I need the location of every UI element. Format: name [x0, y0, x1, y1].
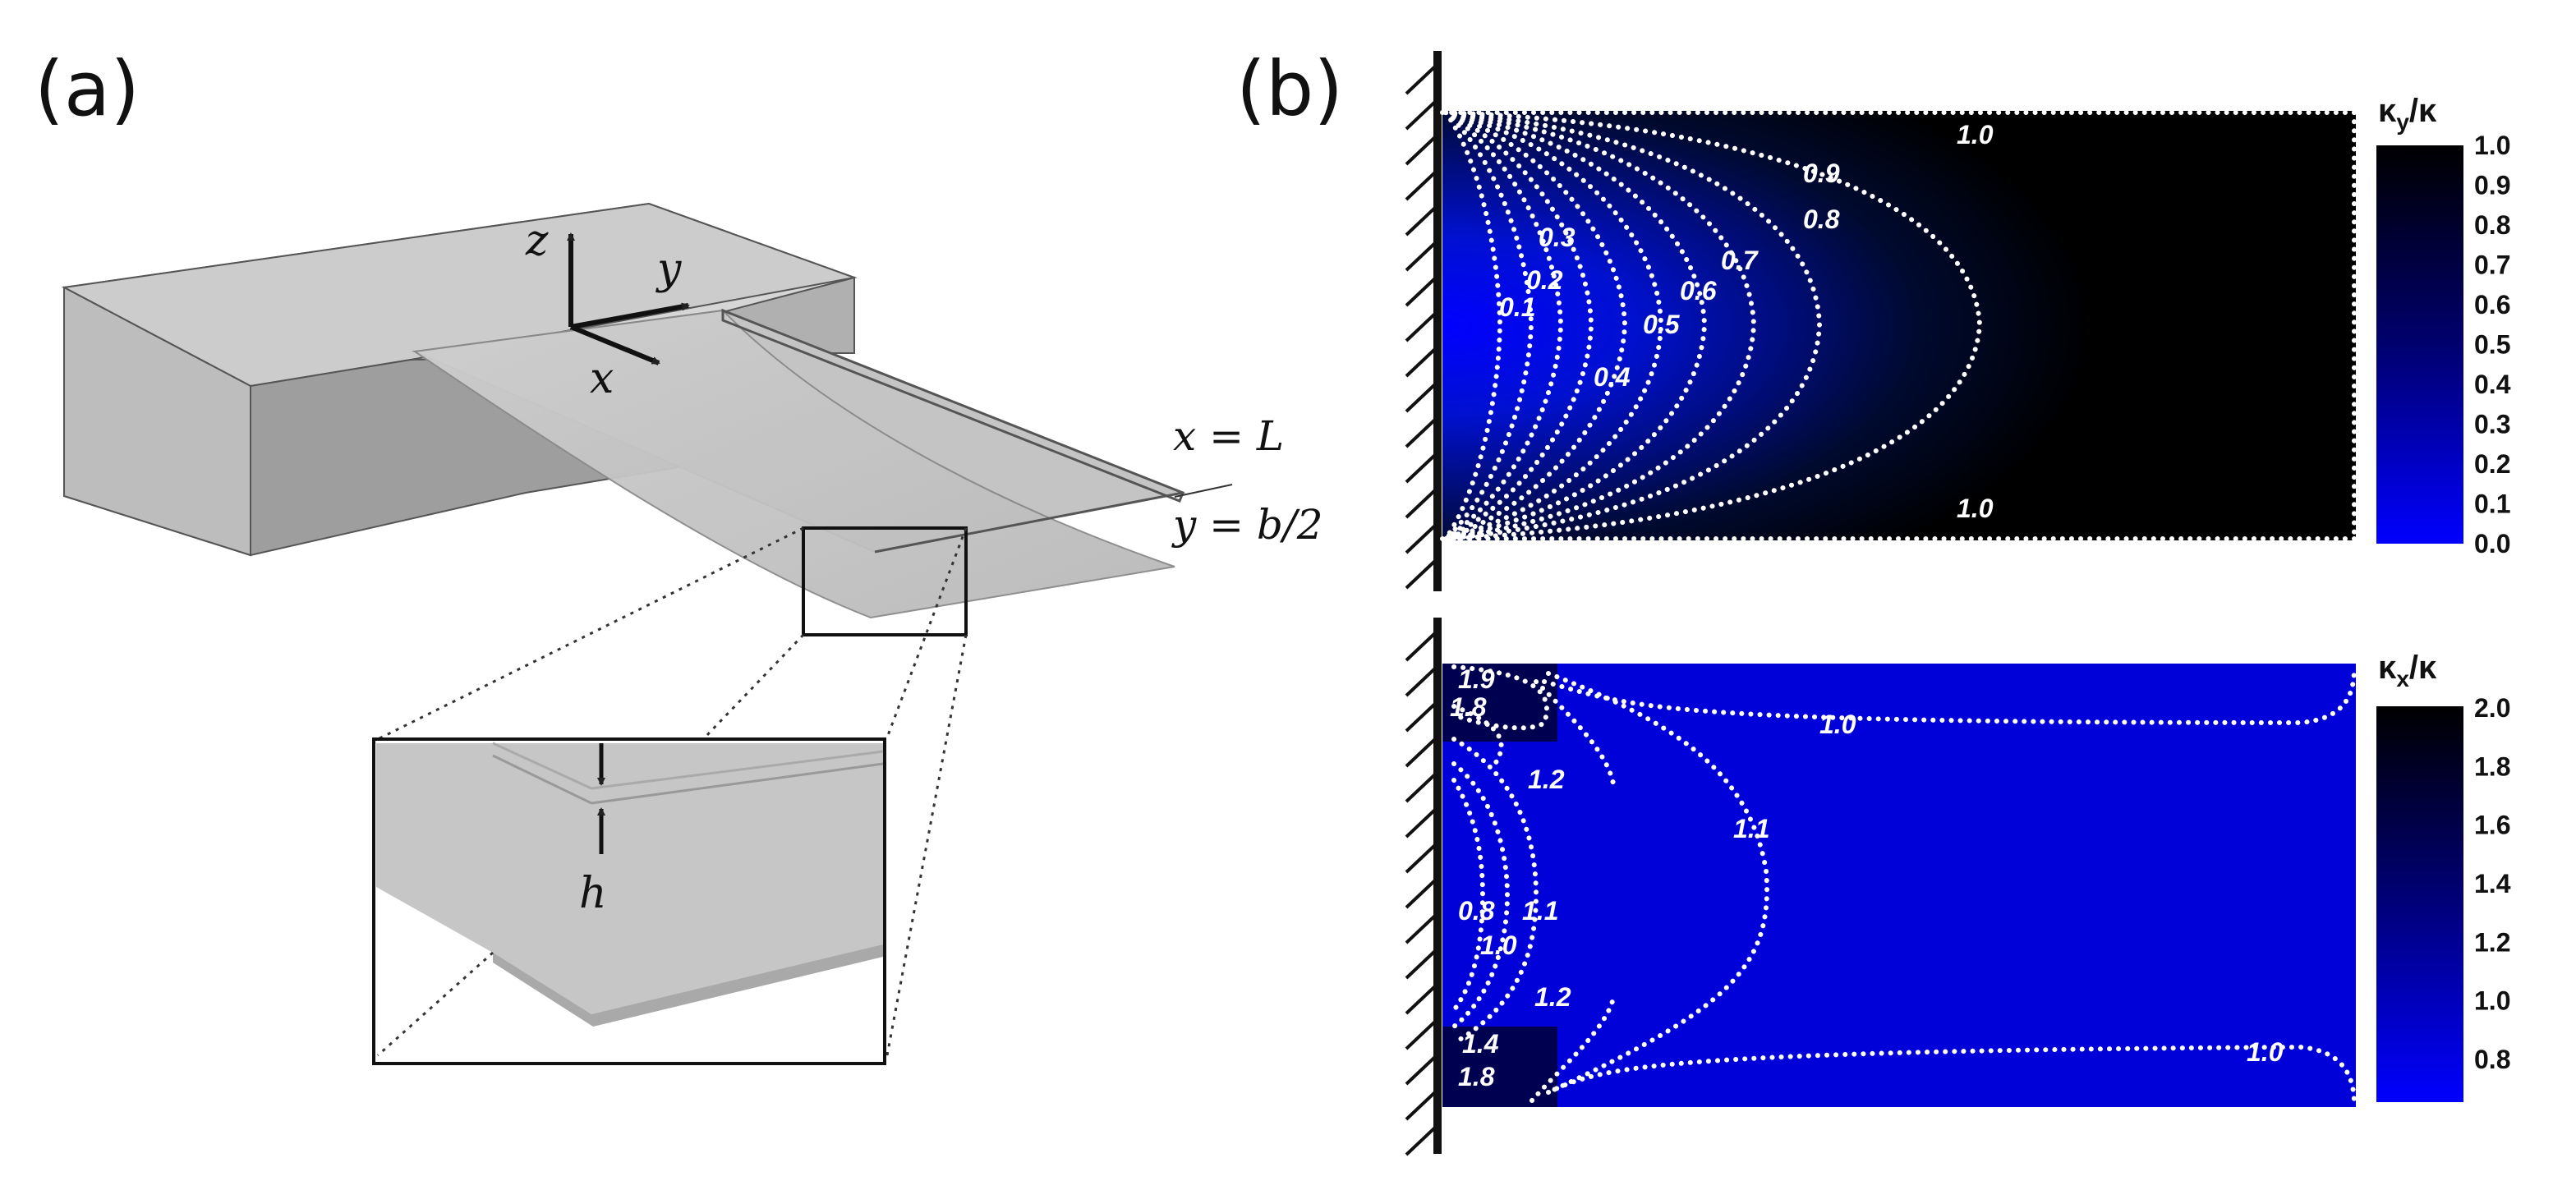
top-contour-label: 0.5	[1643, 310, 1681, 339]
top-colorbar-tick-label: 0.3	[2474, 410, 2510, 439]
wall-hatch-line	[1405, 737, 1438, 768]
bottom-contour-label: 0.8	[1458, 896, 1495, 926]
wall-hatch-line	[1405, 523, 1438, 554]
top-colorbar-tick-label: 0.9	[2474, 171, 2510, 200]
wall-hatch-line	[1405, 558, 1438, 590]
top-colorbar-tick-label: 0.2	[2474, 449, 2510, 479]
bottom-colorbar-title: κx/κ	[2378, 650, 2437, 691]
top-colorbar: κy/κ 1.0 0.9 0.8 0.7 0.6 0.5 0.4 0.3 0.2 0.1 0.0	[2376, 93, 2511, 558]
top-contour-map: 1.0 0.9 0.8 0.7 0.6 0.5 0.4 0.3 0.2 0.1 …	[1440, 110, 2357, 541]
wall-hatch-line	[1405, 1125, 1438, 1156]
bottom-contour-label: 1.8	[1450, 692, 1487, 722]
wall-hatch-line	[1405, 99, 1438, 131]
bottom-contour-label: 1.2	[1528, 765, 1565, 794]
wall-hatch-line	[1405, 205, 1438, 237]
panel-b: (b) 1.0 0.9 0.8	[1236, 45, 2511, 1156]
wall-hatch-line	[1405, 311, 1438, 342]
bottom-contour-label: 1.4	[1462, 1029, 1499, 1059]
wall-hatch-line	[1405, 949, 1438, 980]
x-axis-label: x	[590, 354, 614, 403]
top-contour-label: 0.9	[1803, 159, 1840, 188]
zoom-projection-lines	[377, 526, 968, 1056]
bottom-contour-map: 1.9 1.8 1.0 1.2 1.1 0.8 1.1 1.0 1.2 1.4 …	[1442, 664, 2357, 1107]
bottom-contour-label: 1.0	[1819, 710, 1856, 739]
bottom-colorbar-tick-label: 1.4	[2474, 869, 2511, 898]
top-colorbar-tick-label: 0.7	[2474, 250, 2510, 280]
bottom-colorbar-tick-label: 1.2	[2474, 927, 2510, 957]
top-colorbar-title: κy/κ	[2378, 93, 2437, 135]
x-equals-L-label: x = L	[1173, 412, 1284, 460]
top-contour-label: 0.2	[1526, 265, 1563, 295]
top-contour-label: 0.4	[1594, 362, 1631, 392]
top-contour-label: 0.6	[1680, 276, 1717, 306]
y-equals-b2-label: y = b/2	[1171, 501, 1323, 549]
z-axis-label: z	[525, 216, 549, 265]
wall-hatch-line	[1405, 347, 1438, 378]
cantilever-plate	[412, 308, 1186, 619]
wall-hatch-line	[1405, 488, 1438, 519]
top-contour-label: 1.0	[1957, 494, 1994, 523]
wall-hatch-line	[1405, 631, 1438, 662]
wall-hatch-line	[1405, 843, 1438, 874]
bottom-colorbar-tick-label: 1.6	[2474, 811, 2510, 840]
coordinate-axes: z y x	[525, 216, 690, 403]
bottom-contour-label: 1.9	[1458, 664, 1495, 694]
wall-hatch-line	[1405, 701, 1438, 733]
top-colorbar-tick-label: 0.1	[2474, 489, 2510, 519]
top-contour-label: 0.7	[1721, 246, 1760, 275]
bottom-contour-label: 1.2	[1534, 982, 1571, 1012]
wall-hatch-line	[1405, 276, 1438, 307]
wall-hatch-line	[1405, 807, 1438, 839]
top-colorbar-tick-label: 0.6	[2474, 290, 2510, 319]
panel-a: (a) z y x x = L y = b/2	[34, 45, 1323, 1065]
top-colorbar-tick-label: 0.8	[2474, 210, 2510, 240]
wall-hatch-line	[1405, 382, 1438, 413]
wall-hatch-line	[1405, 666, 1438, 697]
bottom-contour-label: 1.0	[1480, 930, 1517, 960]
top-colorbar-tick-label: 1.0	[2474, 131, 2510, 160]
top-contour-label: 0.3	[1539, 223, 1576, 252]
panel-b-label: (b)	[1236, 45, 1343, 133]
bottom-colorbar-tick-label: 0.8	[2474, 1045, 2510, 1074]
wall-hatch-line	[1405, 984, 1438, 1015]
thickness-label: h	[579, 869, 607, 918]
bottom-colorbar-tick-label: 1.8	[2474, 751, 2510, 781]
wall-hatch-line	[1405, 453, 1438, 484]
top-contour-label: 1.0	[1957, 120, 1994, 149]
wall-hatch-line	[1405, 1054, 1438, 1086]
bottom-contour-label: 1.0	[2247, 1037, 2284, 1067]
bottom-contour-label: 1.1	[1733, 814, 1769, 843]
top-colorbar-tick-label: 0.0	[2474, 529, 2510, 558]
top-contour-label: 0.8	[1803, 204, 1840, 234]
wall-hatch-line	[1405, 1090, 1438, 1121]
bottom-colorbar: κx/κ 2.0 1.8 1.6 1.4 1.2 1.0 0.8	[2376, 650, 2511, 1102]
panel-a-label: (a)	[34, 45, 140, 133]
clamped-wall	[1405, 51, 1442, 1156]
wall-hatch-line	[1405, 170, 1438, 201]
leader-line	[1174, 484, 1233, 498]
wall-hatch-line	[1405, 135, 1438, 166]
bottom-colorbar-tick-label: 2.0	[2474, 693, 2510, 723]
wall-hatch-line	[1405, 913, 1438, 944]
top-colorbar-tick-label: 0.5	[2474, 330, 2510, 360]
zoom-region-box	[802, 526, 968, 636]
top-colorbar-tick-label: 0.4	[2474, 370, 2511, 399]
zoom-inset: h	[372, 737, 886, 1065]
wall-hatch-line	[1405, 417, 1438, 448]
wall-hatch-line	[1405, 1019, 1438, 1050]
wall-hatch-line	[1405, 878, 1438, 909]
bottom-colorbar-tick-label: 1.0	[2474, 986, 2510, 1016]
bottom-contour-label: 1.8	[1458, 1062, 1495, 1091]
wall-hatch-line	[1405, 241, 1438, 272]
wall-hatch-line	[1405, 772, 1438, 803]
y-axis-label: y	[656, 245, 682, 294]
top-contour-label: 0.1	[1499, 292, 1535, 322]
wall-hatch-line	[1405, 64, 1438, 95]
bottom-contour-label: 1.1	[1522, 896, 1558, 926]
